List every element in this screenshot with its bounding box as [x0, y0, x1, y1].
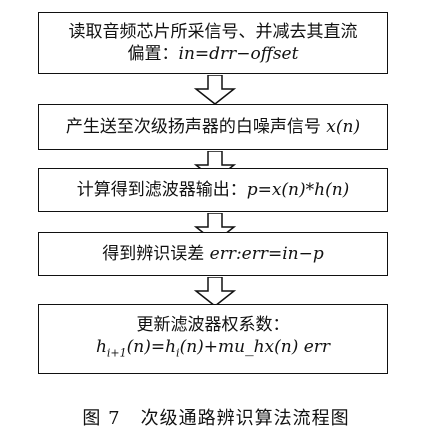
step-update-weights: 更新滤波器权系数： hi+1(n)=hi(n)+mu_hx(n) err — [38, 304, 388, 374]
step-filter-output: 计算得到滤波器输出：p=x(n)*h(n) — [38, 168, 388, 212]
formula-subscript-i-plus-1: i+1 — [106, 346, 127, 360]
step-identify-error: 得到辨识误差 err:err=in−p — [38, 232, 388, 276]
step-identify-error-formula: err:err=in−p — [209, 244, 324, 264]
step-white-noise-formula: x(n) — [326, 117, 361, 137]
down-arrow-icon — [193, 75, 237, 105]
figure-caption: 图 7 次级通路辨识算法流程图 — [0, 404, 432, 430]
formula-tail-term: (n)+mu_hx(n) err — [179, 336, 331, 357]
step-read-signal-line2: 偏置：in=drr−offset — [128, 43, 299, 65]
flow-arrow-4 — [190, 277, 240, 307]
step-filter-output-text: 计算得到滤波器输出： — [76, 180, 247, 200]
step-identify-error-text: 得到辨识误差 — [102, 244, 205, 264]
down-arrow-icon — [193, 277, 237, 307]
step-white-noise-line: 产生送至次级扬声器的白噪声信号 x(n) — [66, 116, 360, 138]
figure-number: 图 7 — [82, 408, 121, 429]
formula-middle-term: (n)=h — [126, 336, 177, 357]
step-filter-output-line: 计算得到滤波器输出：p=x(n)*h(n) — [77, 179, 350, 201]
step-white-noise: 产生送至次级扬声器的白噪声信号 x(n) — [38, 104, 388, 150]
step-read-signal-line1: 读取音频芯片所采信号、并减去其直流 — [68, 22, 358, 42]
flow-arrow-1 — [190, 75, 240, 105]
step-filter-output-formula: p=x(n)*h(n) — [246, 180, 350, 200]
step-update-weights-line1: 更新滤波器权系数： — [136, 314, 290, 335]
step-read-signal-prefix: 偏置： — [127, 44, 179, 64]
step-identify-error-line: 得到辨识误差 err:err=in−p — [102, 243, 324, 265]
step-white-noise-text: 产生送至次级扬声器的白噪声信号 — [65, 117, 321, 137]
step-read-signal: 读取音频芯片所采信号、并减去其直流 偏置：in=drr−offset — [38, 12, 388, 74]
formula-h-term: h — [95, 336, 107, 357]
figure-title: 次级通路辨识算法流程图 — [140, 408, 350, 429]
step-read-signal-formula: in=drr−offset — [178, 44, 299, 64]
formula-subscript-i: i — [176, 346, 180, 360]
step-update-weights-formula: hi+1(n)=hi(n)+mu_hx(n) err — [96, 336, 330, 364]
